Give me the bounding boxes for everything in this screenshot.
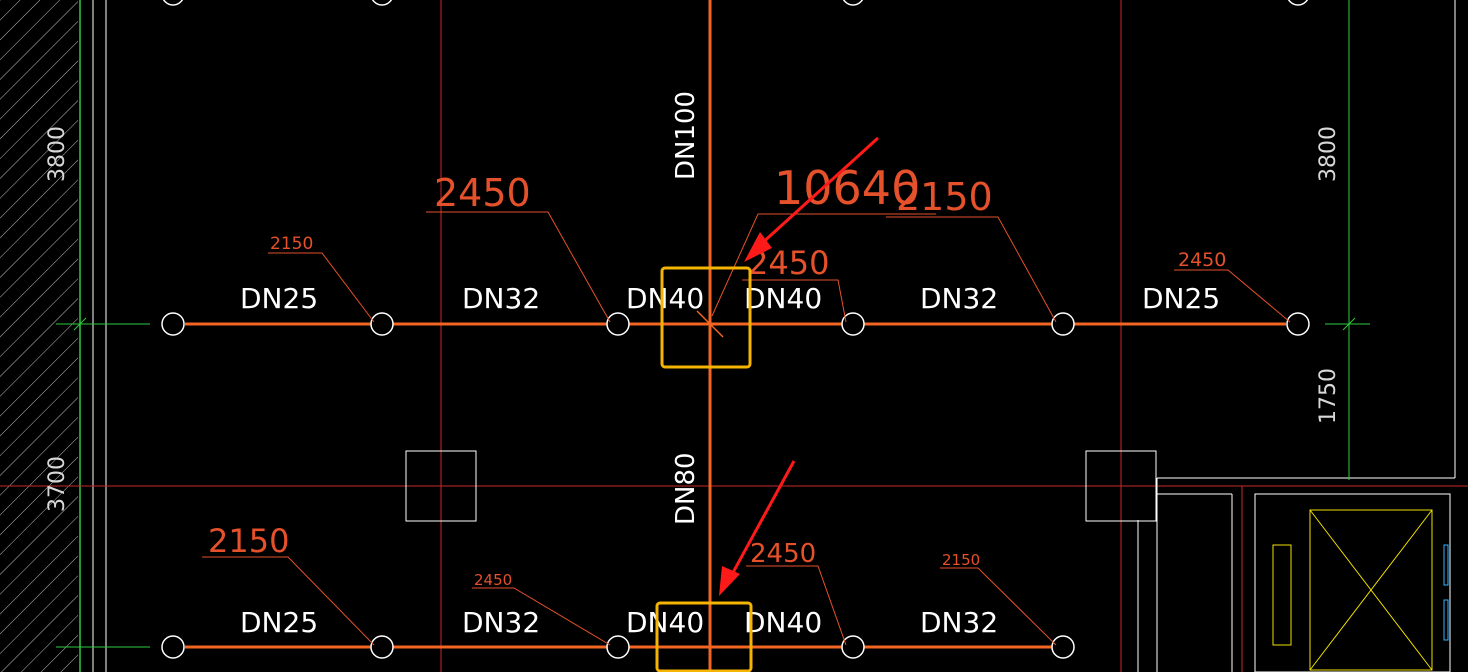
leader-line <box>742 279 847 323</box>
elevator-door-2 <box>1443 599 1449 641</box>
elevator-door-1 <box>1443 544 1449 586</box>
pipe-size-label: DN32 <box>920 282 998 315</box>
sprinkler-head <box>1287 0 1309 6</box>
pipe-size-label: DN32 <box>462 282 540 315</box>
pipe-length-label: 2150 <box>942 551 980 569</box>
total-length-label: 10640 <box>774 161 920 215</box>
sprinkler-head <box>161 635 185 659</box>
sprinkler-head <box>371 0 393 6</box>
pipe-size-label: DN40 <box>626 282 704 315</box>
pipe-length-label: 2450 <box>750 539 816 569</box>
pipe-size-label: DN40 <box>744 282 822 315</box>
elevator-car <box>1309 509 1433 671</box>
red-arrowhead-bottom <box>719 566 740 596</box>
leader-line <box>886 216 1057 323</box>
pipe-length-label: 2150 <box>270 234 313 254</box>
sprinkler-head <box>1051 312 1075 336</box>
dim-tick-left <box>73 317 87 331</box>
red-arrowhead-top <box>744 232 772 262</box>
tee-mark <box>696 310 724 338</box>
pipe-size-label: DN40 <box>626 606 704 639</box>
sprinkler-head <box>1286 312 1310 336</box>
leader-line <box>202 556 375 646</box>
pipe-size-label: DN25 <box>240 282 318 315</box>
pipe-length-label: 2150 <box>208 522 289 560</box>
highlight-box-top <box>660 266 752 369</box>
pipe-size-label: DN40 <box>744 606 822 639</box>
sprinkler-head <box>1051 635 1075 659</box>
red-arrow-bottom <box>728 460 796 579</box>
leader-line <box>1174 269 1291 323</box>
red-arrow-top <box>758 136 880 247</box>
pipe-size-label: DN32 <box>920 606 998 639</box>
sprinkler-head <box>841 635 865 659</box>
sprinkler-head <box>842 0 864 6</box>
pipe-length-label: 2450 <box>434 171 531 215</box>
leader-line <box>711 213 936 317</box>
sprinkler-head <box>161 312 185 336</box>
leader-line <box>472 587 611 646</box>
column-left <box>405 450 477 522</box>
highlight-box-bottom <box>655 601 753 672</box>
pipe-size-label: DN25 <box>1142 282 1220 315</box>
elevator-cross-2 <box>1309 509 1433 671</box>
dim-right-lower: 1750 <box>1316 368 1341 424</box>
hatched-wall <box>0 0 78 672</box>
pipe-size-label: DN25 <box>240 606 318 639</box>
dim-left-upper: 3800 <box>45 126 70 182</box>
riser-label-lower: DN80 <box>671 452 701 525</box>
pipe-length-label: 2150 <box>896 175 993 219</box>
elevator-counterweight <box>1272 544 1292 646</box>
sprinkler-head <box>841 312 865 336</box>
sprinkler-head <box>606 312 630 336</box>
dim-tick-right <box>1342 317 1356 331</box>
column-right <box>1085 450 1157 522</box>
dim-right-upper: 3800 <box>1316 126 1341 182</box>
sprinkler-head <box>370 312 394 336</box>
riser-label-upper: DN100 <box>671 91 701 180</box>
leader-line <box>268 252 375 323</box>
sprinkler-head <box>606 635 630 659</box>
pipe-length-label: 2450 <box>474 571 512 589</box>
sprinkler-head <box>162 0 184 6</box>
leader-line <box>426 211 611 323</box>
leader-line <box>746 565 847 646</box>
leader-line <box>940 567 1057 646</box>
pipe-length-label: 2450 <box>1178 249 1226 271</box>
dim-left-lower: 3700 <box>45 456 70 512</box>
sprinkler-head <box>370 635 394 659</box>
pipe-size-label: DN32 <box>462 606 540 639</box>
elevator-shaft <box>1254 493 1451 672</box>
